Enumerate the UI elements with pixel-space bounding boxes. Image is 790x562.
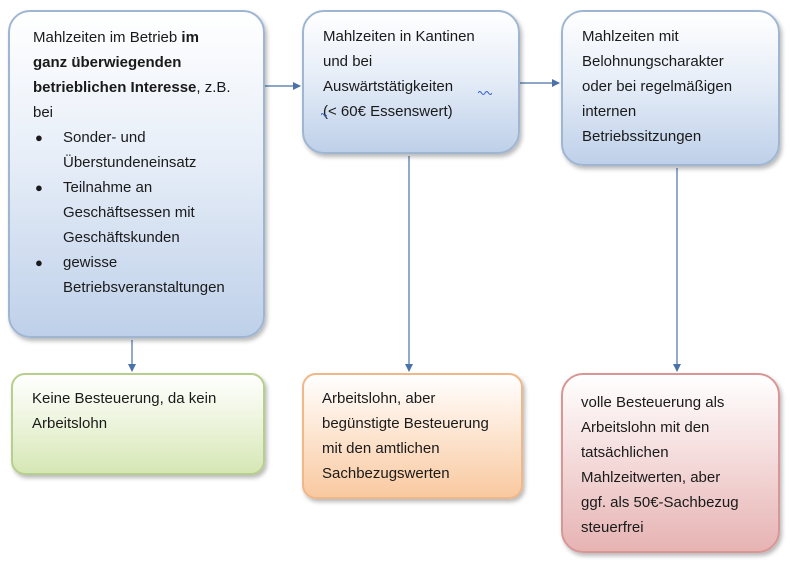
box6-line: Mahlzeitwerten, aber bbox=[581, 469, 721, 486]
box-full-taxation: volle Besteuerung als Arbeitslohn mit de… bbox=[561, 373, 780, 553]
box4-line: Arbeitslohn bbox=[32, 415, 108, 432]
box6-line: volle Besteuerung als bbox=[581, 394, 725, 411]
box3-line: Betriebssitzungen bbox=[582, 128, 702, 145]
box5-line: mit den amtlichen bbox=[322, 440, 440, 457]
bullet-item: ● Sonder- und Überstundeneinsatz bbox=[33, 125, 251, 175]
box6-line: steuerfrei bbox=[581, 519, 644, 536]
box2-line: und bei bbox=[323, 53, 373, 70]
bullet-item: ● gewisse Betriebsveranstaltungen bbox=[33, 250, 251, 300]
bullet-item: ● Teilnahme an Geschäftsessen mit Geschä… bbox=[33, 175, 251, 250]
box1-line2: ganz überwiegenden bbox=[33, 54, 182, 71]
box-meals-reward: Mahlzeiten mit Belohnungscharakter oder … bbox=[561, 10, 780, 166]
box6-line: tatsächlichen bbox=[581, 444, 669, 461]
box5-line: begünstigte Besteuerung bbox=[322, 415, 489, 432]
box-no-taxation: Keine Besteuerung, da kein Arbeitslohn bbox=[11, 373, 265, 475]
box-meals-canteen: Mahlzeiten in Kantinen und bei Auswärtst… bbox=[302, 10, 520, 154]
box1-line4: bei bbox=[33, 104, 54, 121]
box1-bullet-list: ● Sonder- und Überstundeneinsatz ● Teiln… bbox=[33, 125, 251, 300]
box2-line: Auswärtstätigkeiten bbox=[323, 78, 454, 95]
bullet-icon: ● bbox=[35, 130, 43, 145]
box3-line: Mahlzeiten mit bbox=[582, 28, 679, 45]
bullet-icon: ● bbox=[35, 255, 43, 270]
box2-line: (< 60€ Essenswert) bbox=[323, 103, 453, 120]
box3-line: internen bbox=[582, 103, 637, 120]
box5-line: Sachbezugswerten bbox=[322, 465, 450, 482]
spellcheck-squiggle-icon bbox=[321, 113, 327, 117]
box-reduced-taxation: Arbeitslohn, aber begünstigte Besteuerun… bbox=[302, 373, 523, 499]
box-meals-business-interest: Mahlzeiten im Betrieb im ganz überwiegen… bbox=[8, 10, 265, 338]
box6-line: ggf. als 50€-Sachbezug bbox=[581, 494, 739, 511]
box4-line: Keine Besteuerung, da kein bbox=[32, 390, 217, 407]
bullet-icon: ● bbox=[35, 180, 43, 195]
box3-line: oder bei regelmäßigen bbox=[582, 78, 733, 95]
box6-line: Arbeitslohn mit den bbox=[581, 419, 710, 436]
box5-line: Arbeitslohn, aber bbox=[322, 390, 436, 407]
box1-line1: Mahlzeiten im Betrieb im bbox=[33, 29, 199, 46]
box2-line: Mahlzeiten in Kantinen bbox=[323, 28, 475, 45]
box3-line: Belohnungscharakter bbox=[582, 53, 724, 70]
box1-line3: betrieblichen Interesse, z.B. bbox=[33, 79, 231, 96]
spellcheck-squiggle-icon bbox=[478, 91, 492, 95]
